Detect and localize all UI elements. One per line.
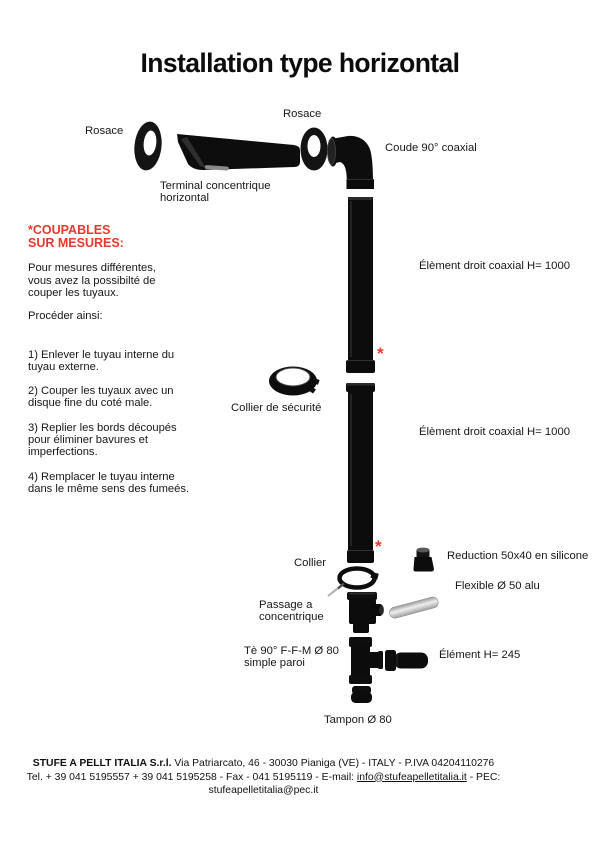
email-link[interactable]: info@stufeapelletitalia.it — [356, 771, 467, 783]
tee-90-ffm — [349, 637, 383, 684]
instructions-proceed: Procéder ainsi: — [28, 310, 103, 323]
instructions-intro: Pour mesures différentes, vous avez la p… — [28, 262, 156, 299]
company-address: Via Patriarcato, 46 - 30030 Pianiga (VE)… — [171, 758, 495, 769]
safety-collar-ring — [269, 366, 320, 396]
label-tampon: Tampon Ø 80 — [324, 714, 392, 726]
label-element-droit-1: Élèment droit coaxial H= 1000 — [419, 260, 571, 272]
elbow-90-coaxial — [327, 135, 374, 189]
label-passage-concentrique: Passage a concentrique — [259, 599, 324, 624]
rosace-top-ring — [300, 127, 328, 171]
label-coude-90: Coude 90° coaxial — [385, 142, 477, 154]
page-title: Installation type horizontal — [140, 48, 460, 78]
pec-label: - PEC: — [466, 771, 501, 783]
clamp-collar — [327, 566, 379, 597]
label-terminal-concentrique: Terminal concentrique horizontal — [160, 180, 271, 205]
tampon-cap — [351, 686, 372, 703]
instructions-heading: *COUPABLES SUR MESURES: — [28, 223, 124, 251]
instruction-step-3: 3) Replier les bords découpés pour élimi… — [28, 421, 177, 459]
label-rosace-top: Rosace — [283, 108, 322, 120]
company-footer: STUFE A PELLT ITALIA S.r.l. Via Patriarc… — [0, 757, 527, 798]
label-rosace-left: Rosace — [85, 125, 124, 137]
rosace-left-ring — [134, 121, 162, 171]
label-element-droit-2: Élèment droit coaxial H= 1000 — [419, 426, 571, 438]
straight-coaxial-pipe-1 — [346, 197, 375, 373]
label-element-245: Élément H= 245 — [439, 649, 521, 661]
label-te-90: Tè 90° F-F-M Ø 80 simple paroi — [244, 645, 339, 670]
terminal-pipe — [177, 134, 300, 171]
pec-address: stufeapelletitalia@pec.it — [208, 785, 319, 796]
instruction-step-2: 2) Couper les tuyaux avec un disque fine… — [28, 385, 174, 410]
footer-line-1: STUFE A PELLT ITALIA S.r.l. Via Patriarc… — [0, 757, 527, 771]
label-collier-securite: Collier de sécurité — [231, 402, 322, 414]
flexible-alu-tube — [389, 596, 439, 619]
instruction-step-1: 1) Enlever le tuyau interne du tuyau ext… — [28, 348, 175, 373]
label-flexible-alu: Flexible Ø 50 alu — [455, 580, 540, 592]
element-245 — [385, 650, 428, 671]
reduction-silicone — [413, 547, 434, 572]
label-collier: Collier — [294, 557, 327, 569]
cut-mark-asterisk-2: * — [375, 537, 382, 556]
wall-passage-concentric — [347, 592, 384, 633]
cut-mark-asterisk-1: * — [377, 344, 384, 363]
footer-line-2: Tel. + 39 041 5195557 + 39 041 5195258 -… — [0, 771, 527, 798]
label-reduction-silicone: Reduction 50x40 en silicone — [447, 550, 589, 562]
company-name: STUFE A PELLT ITALIA S.r.l. — [32, 758, 172, 769]
cutting-instructions: *COUPABLES SUR MESURES: Pour mesures dif… — [28, 223, 192, 507]
instruction-step-4: 4) Remplacer le tuyau interne dans le mê… — [28, 470, 190, 495]
straight-coaxial-pipe-2 — [346, 383, 375, 563]
footer-contacts: Tel. + 39 041 5195557 + 39 041 5195258 -… — [26, 771, 357, 783]
